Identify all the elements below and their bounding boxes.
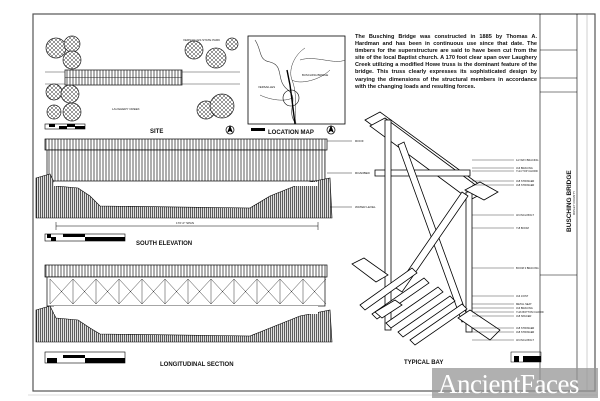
section-scale-bar [44,351,126,364]
callout-label: 3x8 STRINGER [516,330,534,334]
park-label: VERSAILLES STATE PARK [183,38,220,42]
callout-label: 3x8 STRINGER [516,179,534,183]
sheet-title: BUSCHING BRIDGE [566,170,573,232]
title-block: BUSCHING BRIDGE RIPLEY COUNTY [539,14,588,391]
truss-member [210,278,235,305]
typical-bay-title: TYPICAL BAY [404,360,443,366]
description-text: The Busching Bridge was constructed in 1… [355,34,537,90]
truss-member [302,278,327,305]
north-arrow-icon [326,125,336,135]
callout-label: 3/4 INCH BOLT [516,213,534,217]
truss-member [72,278,97,305]
bay-scale-bar [510,351,542,363]
callout-label: 3x6 JOIST [516,294,529,298]
tree-clusters [45,35,239,122]
truss-member [49,278,74,305]
water-level-label: WATER LEVEL [355,205,376,209]
truss-member [164,278,189,305]
site-scale-bar [44,123,86,130]
site-plan: LAUGHERY CREEK VERSAILLES STATE PARK SIT… [44,35,240,135]
south-elevation: 170'-0" SPAN ROOF ROADBED WATER LEVEL SO… [35,138,376,247]
callout-label: 1/2 WAY BRACING [516,158,538,162]
callout-label: 7x8 BOOM [516,226,529,230]
longitudinal-section: LONGITUDINAL SECTION [35,264,333,368]
callout-label: 7x14 TOP CHORD [516,169,538,173]
callout-label: METAL SEAT [516,302,532,306]
span-label: 170'-0" SPAN [176,221,194,225]
elevation-scale-bar [44,233,126,242]
map-town-label: VERSAILLES [258,85,275,89]
south-elevation-title: SOUTH ELEVATION [136,241,192,247]
truss-member [95,278,120,305]
location-map: BUSCHING BRIDGE VERSAILLES LOCATION MAP [247,35,346,136]
truss-panels [49,278,327,305]
north-arrow-icon [225,125,235,135]
callout-label: BOOM 3 BRACING [516,266,539,270]
ancientfaces-watermark: AncientFaces [432,368,598,399]
callout-label: 3x6 BRACING [516,166,533,170]
truss-member [118,278,143,305]
creek-label: LAUGHERY CREEK [112,107,140,111]
callout-label: 3/4 INCH BOLT [516,338,534,342]
callout-label: 3x8 SPACER [516,314,532,318]
truss-member [279,278,304,305]
site-title: SITE [150,129,163,135]
longitudinal-section-title: LONGITUDINAL SECTION [160,362,234,368]
callout-label: 3x8 STRINGER [516,183,534,187]
map-bridge-label: BUSCHING BRIDGE [302,73,328,77]
watermark-text: AncientFaces [438,369,579,399]
callout-label: 3x8 STRINGER [516,326,534,330]
sheet-subtitle: RIPLEY COUNTY [572,191,576,215]
typical-bay [351,111,501,346]
truss-member [256,278,281,305]
roof-label: ROOF [355,139,364,143]
truss-member [233,278,258,305]
location-map-title: LOCATION MAP [268,130,314,136]
sheet-border [32,13,596,392]
callout-label: 3x6 BRACING [516,306,533,310]
truss-member [141,278,166,305]
roadbed-label: ROADBED [355,171,371,175]
truss-member [187,278,212,305]
callout-label: 7x16 BOTTOM CHORD [516,310,544,314]
